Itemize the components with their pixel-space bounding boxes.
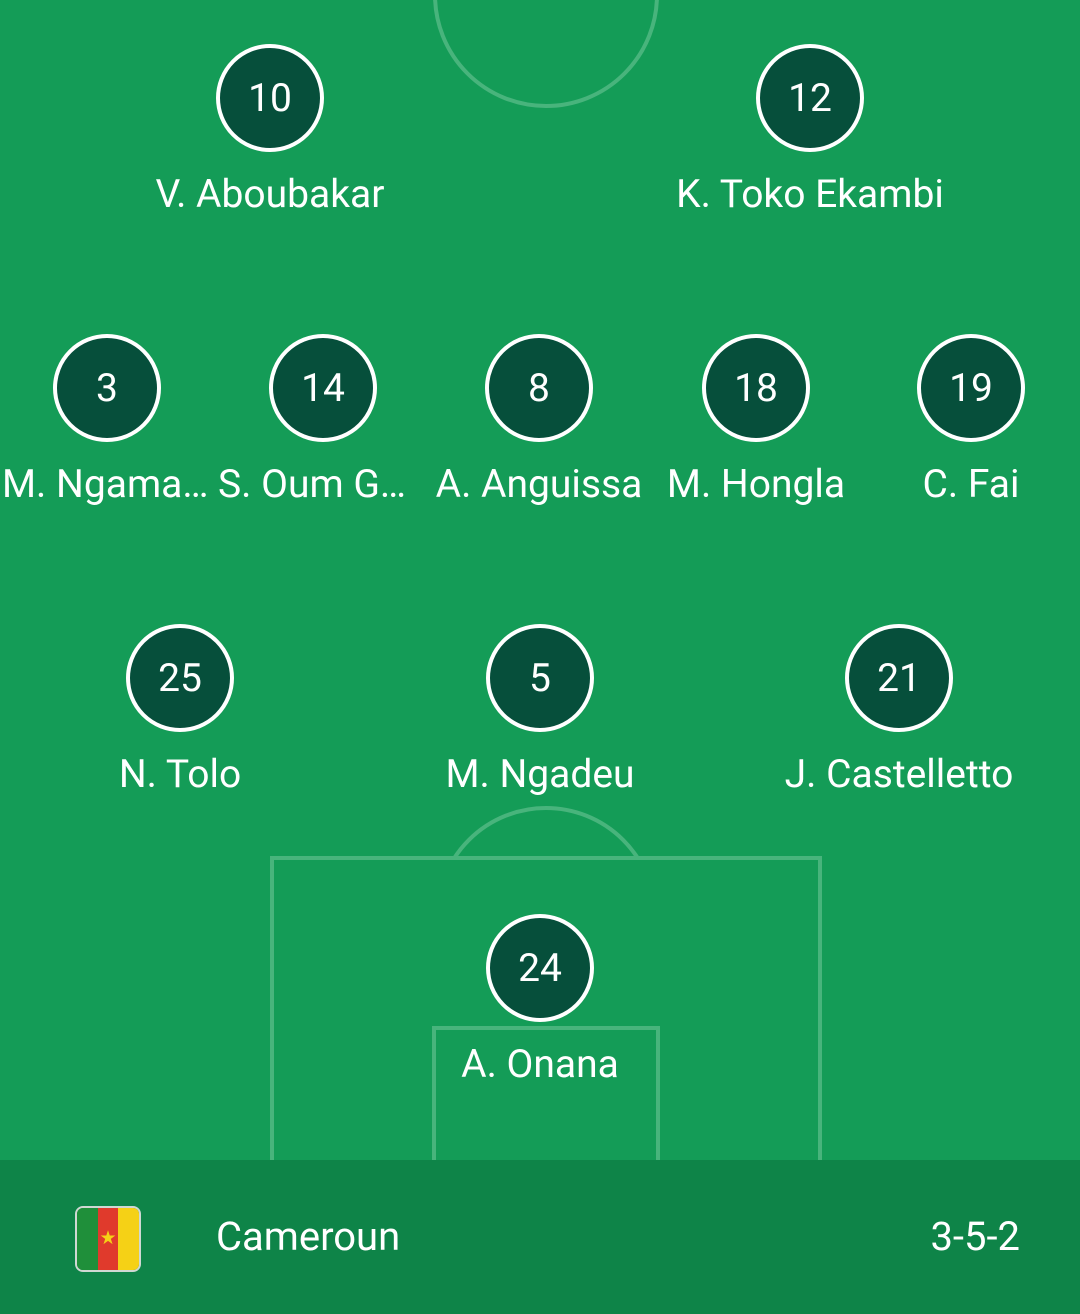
player-card[interactable]: 3 M. Ngamaleu (0, 334, 227, 506)
player-number-badge: 12 (756, 44, 864, 152)
player-name: J. Castelletto (784, 752, 1014, 796)
team-name: Cameroun (216, 1213, 401, 1260)
player-name: N. Tolo (118, 752, 242, 796)
penalty-box (270, 856, 822, 1160)
player-number-badge: 21 (845, 624, 953, 732)
player-card[interactable]: 25 N. Tolo (60, 624, 300, 796)
player-number-badge: 24 (486, 914, 594, 1022)
player-number-badge: 5 (486, 624, 594, 732)
player-card[interactable]: 8 A. Anguissa (419, 334, 659, 506)
player-number-badge: 14 (269, 334, 377, 442)
flag-stripe-yellow (118, 1208, 139, 1270)
player-card[interactable]: 14 S. Oum Gouet (203, 334, 443, 506)
player-name: S. Oum Gouet (218, 462, 428, 506)
player-number-badge: 25 (126, 624, 234, 732)
center-circle (433, 0, 659, 108)
player-number-badge: 3 (53, 334, 161, 442)
player-card[interactable]: 5 M. Ngadeu (420, 624, 660, 796)
player-card[interactable]: 10 V. Aboubakar (150, 44, 390, 216)
player-card[interactable]: 18 M. Hongla (636, 334, 876, 506)
player-number-badge: 19 (917, 334, 1025, 442)
team-footer[interactable]: ★ Cameroun 3-5-2 (0, 1160, 1080, 1314)
player-card[interactable]: 24 A. Onana (420, 914, 660, 1086)
goal-box (432, 1026, 660, 1160)
player-name: V. Aboubakar (155, 172, 385, 216)
star-icon: ★ (99, 1226, 117, 1249)
player-card[interactable]: 21 J. Castelletto (779, 624, 1019, 796)
football-pitch: 10 V. Aboubakar 12 K. Toko Ekambi 3 M. N… (0, 0, 1080, 1160)
flag-stripe-green (77, 1208, 98, 1270)
player-name: M. Hongla (666, 462, 846, 506)
player-name: C. Fai (922, 462, 1020, 506)
team-formation: 3-5-2 (930, 1213, 1020, 1260)
player-number-badge: 10 (216, 44, 324, 152)
player-card[interactable]: 12 K. Toko Ekambi (676, 44, 944, 216)
player-name: M. Ngamaleu (2, 462, 212, 506)
flag-stripe-red: ★ (97, 1208, 119, 1270)
player-name: K. Toko Ekambi (676, 172, 944, 216)
player-name: A. Onana (461, 1042, 619, 1086)
player-number-badge: 18 (702, 334, 810, 442)
player-number-badge: 8 (485, 334, 593, 442)
player-card[interactable]: 19 C. Fai (851, 334, 1080, 506)
player-name: A. Anguissa (435, 462, 643, 506)
cameroon-flag-icon: ★ (77, 1208, 139, 1270)
player-name: M. Ngadeu (445, 752, 635, 796)
